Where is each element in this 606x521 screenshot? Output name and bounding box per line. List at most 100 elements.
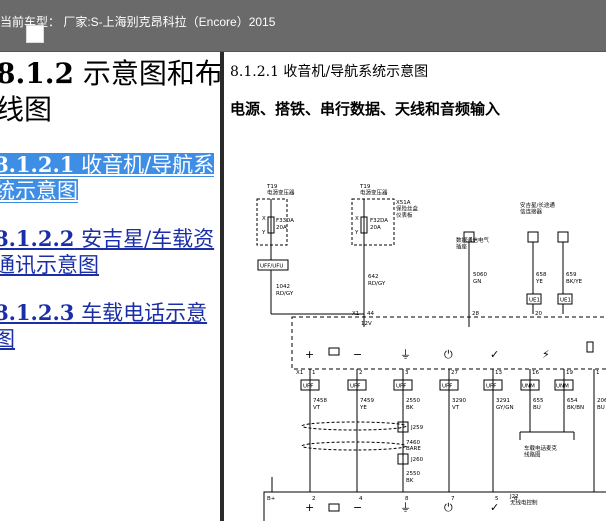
svg-text:7459: 7459 (360, 398, 374, 404)
svg-text:J259: J259 (410, 425, 424, 431)
svg-text:8: 8 (405, 496, 409, 502)
svg-text:X: X (355, 216, 359, 222)
svg-text:BARE: BARE (406, 446, 421, 452)
svg-text:B+: B+ (267, 496, 276, 502)
speaker-icon (586, 341, 594, 353)
svg-text:X1: X1 (296, 370, 303, 376)
svg-text:−: − (353, 348, 362, 361)
svg-text:RD/GY: RD/GY (368, 281, 386, 287)
svg-text:BK: BK (406, 405, 414, 411)
svg-text:13: 13 (495, 370, 502, 376)
svg-text:654: 654 (567, 398, 578, 404)
diagram-title: 电源、搭铁、串行数据、天线和音频输入 (230, 100, 501, 118)
svg-text:✓: ✓ (490, 501, 499, 514)
svg-text:28: 28 (472, 311, 479, 317)
svg-text:44: 44 (367, 311, 374, 317)
svg-text:X: X (262, 216, 266, 222)
svg-text:+: + (305, 348, 314, 361)
svg-text:2550: 2550 (406, 471, 420, 477)
svg-text:UFF/UFU: UFF/UFU (260, 264, 283, 270)
serial-label: 数据通信电气插座 (456, 236, 490, 251)
svg-text:7460: 7460 (406, 440, 420, 446)
svg-text:4: 4 (359, 496, 363, 502)
fuse-right-rating: 20A (370, 225, 381, 231)
check-icon: ✓ (490, 348, 499, 361)
svg-text:16: 16 (532, 370, 539, 376)
svg-text:VT: VT (452, 405, 460, 411)
svg-text:RD/GY: RD/GY (276, 291, 294, 297)
svg-text:642: 642 (368, 274, 379, 280)
j259-splice (397, 421, 409, 433)
svg-text:UNM: UNM (522, 384, 535, 390)
svg-text:2: 2 (359, 370, 363, 376)
collapse-toc-button[interactable] (26, 25, 44, 43)
svg-text:7: 7 (451, 496, 455, 502)
svg-text:5060: 5060 (473, 272, 487, 278)
vehicle-header-bar: 当前车型： 厂家:S-上海别克昂科拉（Encore）2015 (0, 0, 606, 52)
svg-text:BK/BN: BK/BN (567, 405, 584, 411)
svg-text:UFF: UFF (303, 384, 313, 390)
svg-text:GY/GN: GY/GN (496, 405, 514, 411)
fuse-box-left (256, 198, 288, 246)
svg-text:27: 27 (451, 370, 458, 376)
svg-text:Y: Y (354, 230, 359, 236)
svg-text:658: 658 (536, 272, 547, 278)
svg-text:−: − (353, 501, 362, 514)
svg-text:YE: YE (359, 405, 367, 411)
toc-pane: 8.1.2 示意图和布线图 8.1.2.1 收音机/导航系统示意图 8.1.2.… (0, 52, 220, 521)
svg-text:⏻: ⏻ (444, 501, 453, 514)
mic-icon: ⚡ (542, 348, 550, 361)
svg-text:+: + (305, 501, 314, 514)
svg-text:3: 3 (405, 370, 409, 376)
svg-text:5: 5 (495, 496, 499, 502)
ue1b-connector (557, 293, 573, 305)
svg-text:YE: YE (535, 279, 543, 285)
svg-text:GN: GN (473, 279, 481, 285)
svg-text:20: 20 (535, 311, 542, 317)
antenna-label: 安吉星/长途通信连接器 (520, 201, 555, 216)
svg-text:UE1: UE1 (529, 298, 540, 304)
uff-ufu-connector (257, 259, 289, 271)
svg-text:UFF: UFF (396, 384, 406, 390)
fuse-box-right (351, 198, 395, 246)
j260-splice (397, 453, 409, 465)
fuse-left-name: F33DA (276, 218, 294, 224)
svg-text:1042: 1042 (276, 284, 290, 290)
svg-text:206: 206 (597, 398, 606, 404)
j22-radio-control-module (263, 491, 606, 521)
pane-splitter[interactable] (220, 52, 224, 521)
toc-link-onstar-telematics[interactable]: 8.1.2.2 安吉星/车载资通讯示意图 (0, 226, 215, 277)
fuse-left-rating: 20A (276, 225, 287, 231)
svg-text:BK: BK (406, 478, 414, 484)
content-pane: 8.1.2.1 收音机/导航系统示意图 电源、搭铁、串行数据、天线和音频输入 (224, 52, 606, 521)
svg-text:UFF: UFF (486, 384, 496, 390)
radio-module-box (291, 316, 606, 370)
svg-text:655: 655 (533, 398, 544, 404)
svg-text:7458: 7458 (313, 398, 327, 404)
svg-text:BK/YE: BK/YE (566, 279, 583, 285)
signal-icon (328, 347, 340, 356)
toc-link-radio-navigation[interactable]: 8.1.2.1 收音机/导航系统示意图 (0, 152, 220, 204)
svg-text:VT: VT (313, 405, 321, 411)
ground-icon: ⏚ (400, 348, 411, 361)
svg-text:19: 19 (566, 370, 573, 376)
svg-text:UNM: UNM (556, 384, 569, 390)
svg-text:3291: 3291 (496, 398, 510, 404)
svg-text:UFF: UFF (350, 384, 360, 390)
content-section-heading: 8.1.2.1 收音机/导航系统示意图 (230, 64, 429, 80)
svg-text:6: 6 (514, 496, 518, 502)
svg-text:UFF: UFF (442, 384, 452, 390)
svg-text:BU: BU (597, 405, 605, 411)
mic-label: 车载电话麦克线路图 (524, 444, 558, 459)
svg-text:Y: Y (261, 230, 266, 236)
svg-text:1: 1 (596, 370, 600, 376)
svg-text:12V: 12V (361, 321, 372, 327)
svg-text:659: 659 (566, 272, 577, 278)
toc-link-vehicle-phone[interactable]: 8.1.2.3 车载电话示意图 (0, 300, 208, 351)
svg-text:J260: J260 (410, 457, 424, 463)
svg-text:⏚: ⏚ (400, 501, 411, 514)
